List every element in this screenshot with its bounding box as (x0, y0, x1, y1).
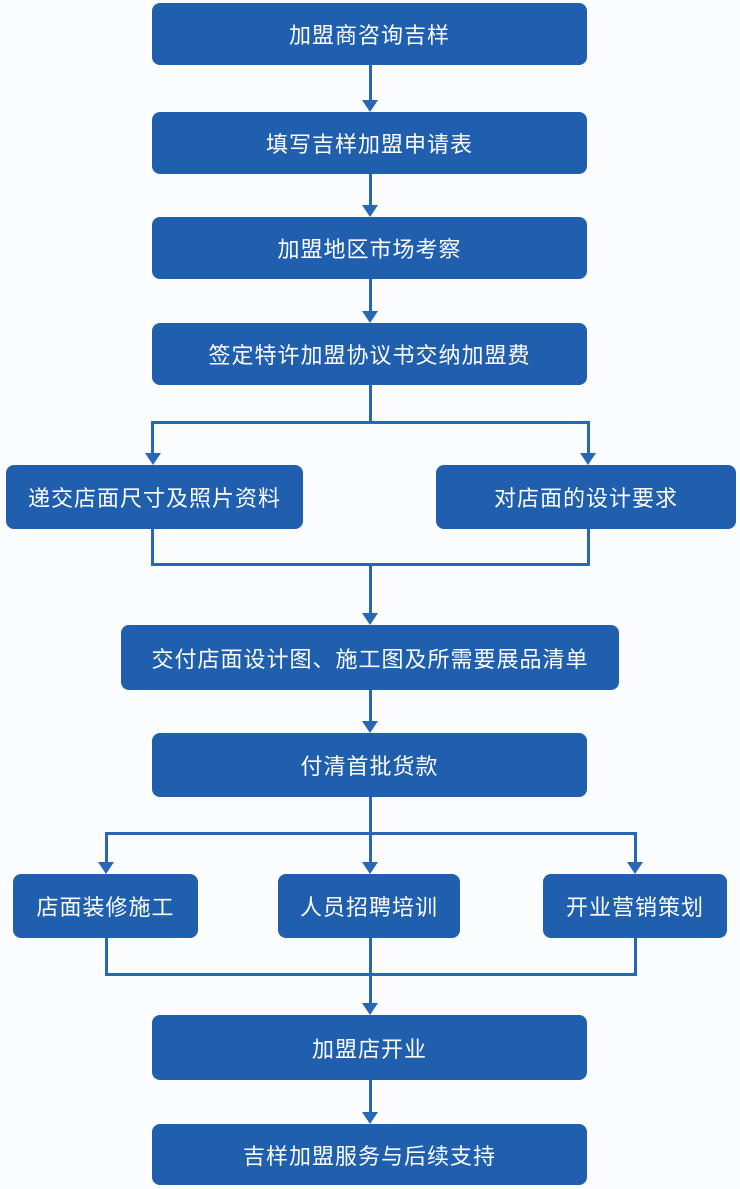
flow-node-design-requirements: 对店面的设计要求 (436, 465, 736, 529)
connector-5-line (369, 1080, 372, 1113)
flow-node-recruitment-training: 人员招聘培训 (278, 874, 460, 938)
arrowhead-down-icon (362, 1003, 378, 1015)
arrowhead-down-icon (580, 453, 596, 465)
split3-left-line (105, 832, 108, 863)
arrowhead-down-icon (627, 862, 643, 874)
flow-node-store-opening: 加盟店开业 (152, 1015, 587, 1080)
split3-center-line (369, 832, 372, 863)
arrowhead-down-icon (362, 613, 378, 625)
arrowhead-down-icon (362, 721, 378, 733)
flow-node-opening-marketing: 开业营销策划 (543, 874, 727, 938)
merge3-left-line (105, 938, 108, 976)
arrowhead-down-icon (362, 100, 378, 112)
merge2-left-line (151, 529, 154, 566)
split3-stem-line (369, 797, 372, 835)
split2-cross-line (151, 421, 590, 424)
flow-node-renovation: 店面装修施工 (13, 874, 198, 938)
arrowhead-down-icon (362, 1112, 378, 1124)
arrowhead-down-icon (362, 205, 378, 217)
merge2-stem-line (369, 563, 372, 615)
arrowhead-down-icon (98, 862, 114, 874)
flow-node-submit-store-info: 递交店面尺寸及照片资料 (6, 465, 303, 529)
connector-1-line (369, 65, 372, 101)
connector-4-line (369, 690, 372, 722)
split2-stem-line (369, 385, 372, 423)
flow-node-application-form: 填写吉样加盟申请表 (152, 112, 587, 174)
split3-right-line (634, 832, 637, 863)
split2-left-line (151, 421, 154, 454)
arrowhead-down-icon (145, 453, 161, 465)
merge3-right-line (634, 938, 637, 976)
flow-node-first-payment: 付清首批货款 (152, 733, 587, 797)
flow-node-sign-agreement: 签定特许加盟协议书交纳加盟费 (152, 323, 587, 385)
split2-right-line (587, 421, 590, 454)
flow-node-market-survey: 加盟地区市场考察 (152, 217, 587, 279)
merge3-stem-line (369, 938, 372, 1004)
connector-3-line (369, 279, 372, 312)
arrowhead-down-icon (362, 311, 378, 323)
flow-node-consult: 加盟商咨询吉样 (152, 3, 587, 65)
arrowhead-down-icon (362, 862, 378, 874)
flow-node-followup-support: 吉样加盟服务与后续支持 (152, 1124, 587, 1185)
merge2-right-line (587, 529, 590, 566)
connector-2-line (369, 174, 372, 206)
flow-node-deliver-plans: 交付店面设计图、施工图及所需要展品清单 (121, 625, 619, 690)
